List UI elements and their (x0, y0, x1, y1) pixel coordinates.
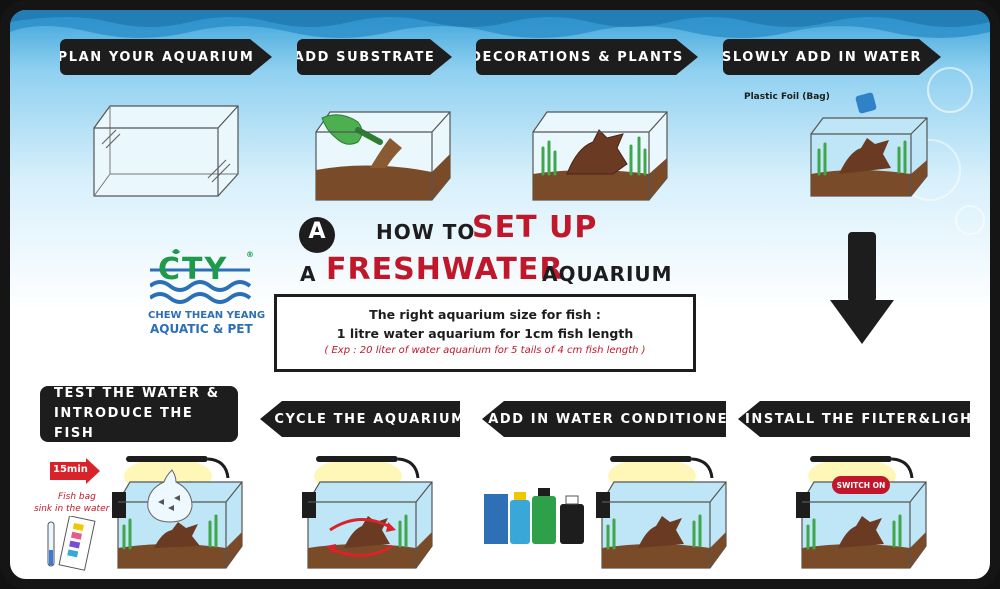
step-8-label-line-2: INTRODUCE THE FISH (54, 406, 194, 441)
step-5-arrow: INSTALL THE FILTER&LIGHT (738, 401, 970, 437)
water-filled-tank-illustration (810, 117, 928, 197)
info-line-1: The right aquarium size for fish : (369, 307, 601, 322)
step-7-label: CYCLE THE AQUARIUM (274, 411, 466, 427)
company-logo-mark (150, 249, 252, 304)
title-freshwater: FRESHWATER (326, 252, 564, 287)
title-aquarium: AQUARIUM (542, 262, 673, 286)
step-6-arrow: ADD IN WATER CONDITIONER (482, 401, 726, 437)
logo-mark-text: CTY (158, 252, 229, 287)
down-arrow-icon (830, 232, 894, 344)
step-2-label: ADD SUBSTRATE (293, 49, 436, 65)
title-a: A (300, 262, 316, 286)
step-3-label: DECORATIONS & PLANTS (470, 49, 684, 65)
logo-registered: ® (246, 250, 254, 259)
title-set-up: SET UP (472, 210, 598, 245)
step-5-label: INSTALL THE FILTER&LIGHT (744, 411, 984, 427)
step-8-box: TEST THE WATER & INTRODUCE THE FISH (40, 386, 238, 442)
fish-bag-line-2: sink in the water (34, 504, 110, 514)
step-3-arrow: DECORATIONS & PLANTS (476, 39, 698, 75)
timer-label: 15min (53, 464, 88, 475)
step-4-label: SLOWLY ADD IN WATER (721, 49, 923, 65)
step-1-label: PLAN YOUR AQUARIUM (57, 49, 255, 65)
cycle-tank-illustration (302, 456, 433, 569)
step-6-label: ADD IN WATER CONDITIONER (488, 411, 740, 427)
switch-on-label: SWITCH ON (836, 480, 886, 490)
info-line-3: ( Exp : 20 liter of water aquarium for 5… (324, 345, 646, 356)
section-badge-icon (299, 217, 335, 253)
logo-name-line-1: CHEW THEAN YEANG (148, 310, 266, 321)
switch-on-badge: SWITCH ON (832, 476, 890, 494)
section-badge-letter: A (308, 219, 326, 244)
step-8-label-line-1: TEST THE WATER & (54, 386, 220, 401)
plastic-foil-label: Plastic Foil (Bag) (744, 92, 830, 102)
conditioner-bottles-icon (484, 488, 584, 544)
filter-light-tank-illustration (796, 456, 927, 569)
fish-bag-line-1: Fish bag (58, 492, 96, 502)
plastic-bag-icon (855, 92, 877, 114)
fish-size-info-box: The right aquarium size for fish : 1 lit… (274, 294, 696, 372)
decorated-tank-illustration (532, 111, 668, 201)
empty-tank-illustration (93, 105, 239, 197)
step-1-arrow: PLAN YOUR AQUARIUM (60, 39, 272, 75)
step-7-arrow: CYCLE THE AQUARIUM (260, 401, 460, 437)
water-surface-wave (10, 10, 990, 38)
water-test-kit-icon (47, 516, 96, 571)
conditioner-tank-illustration (596, 456, 727, 569)
timer-arrow-icon (50, 458, 100, 484)
step-4-arrow: SLOWLY ADD IN WATER (723, 39, 941, 75)
info-line-2: 1 litre water aquarium for 1cm fish leng… (336, 326, 634, 341)
fish-tank-illustration (112, 456, 243, 569)
step-2-arrow: ADD SUBSTRATE (297, 39, 452, 75)
logo-name-line-2: AQUATIC & PET (150, 322, 253, 336)
title-how-to: HOW TO (376, 220, 476, 244)
substrate-tank-illustration (315, 111, 451, 201)
